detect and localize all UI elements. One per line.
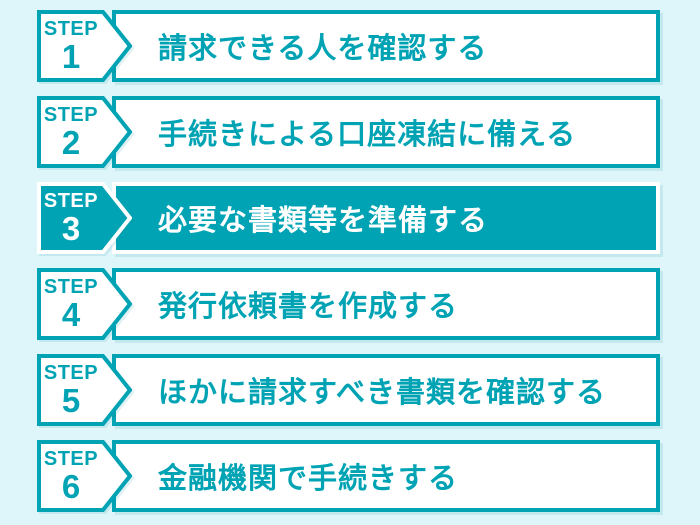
step-prefix: STEP	[43, 190, 99, 212]
step-badge: STEP 4	[37, 268, 105, 340]
step-arrow-badge-icon	[37, 354, 132, 426]
step-prefix: STEP	[43, 18, 99, 40]
step-row: 金融機関で手続きする STEP 6	[0, 440, 700, 512]
step-bar: ほかに請求すべき書類を確認する	[112, 354, 660, 426]
step-label: 手続きによる口座凍結に備える	[158, 119, 577, 151]
step-arrow-badge-icon	[37, 182, 132, 254]
step-row: 手続きによる口座凍結に備える STEP 2	[0, 96, 700, 168]
step-arrow-badge-icon	[37, 96, 132, 168]
step-badge: STEP 5	[37, 354, 105, 426]
step-badge: STEP 6	[37, 440, 105, 512]
step-number: 5	[61, 382, 81, 419]
step-bar: 必要な書類等を準備する	[112, 182, 660, 254]
step-number: 6	[61, 468, 81, 505]
step-prefix: STEP	[43, 362, 99, 384]
step-bar: 請求できる人を確認する	[112, 10, 660, 82]
step-arrow-badge-icon	[37, 10, 132, 82]
step-label: ほかに請求すべき書類を確認する	[158, 377, 606, 409]
step-number: 4	[61, 296, 81, 333]
step-badge: STEP 1	[37, 10, 105, 82]
step-label: 金融機関で手続きする	[158, 463, 459, 495]
step-arrow-badge-icon	[37, 440, 132, 512]
step-row: 必要な書類等を準備する STEP 3	[0, 182, 700, 254]
step-arrow-badge-icon	[37, 268, 132, 340]
step-label: 請求できる人を確認する	[158, 33, 488, 65]
step-label: 必要な書類等を準備する	[158, 205, 489, 237]
step-prefix: STEP	[43, 448, 99, 470]
step-number: 3	[61, 210, 81, 247]
step-bar: 手続きによる口座凍結に備える	[112, 96, 660, 168]
step-bar: 発行依頼書を作成する	[112, 268, 660, 340]
step-label: 発行依頼書を作成する	[158, 291, 459, 323]
step-row: ほかに請求すべき書類を確認する STEP 5	[0, 354, 700, 426]
steps-list: 請求できる人を確認する STEP 1 手続きによる口座凍結に備える STEP 2…	[0, 10, 700, 512]
step-number: 2	[61, 124, 81, 161]
step-row: 発行依頼書を作成する STEP 4	[0, 268, 700, 340]
step-badge: STEP 3	[37, 182, 105, 254]
step-prefix: STEP	[43, 104, 99, 126]
step-badge: STEP 2	[37, 96, 105, 168]
step-row: 請求できる人を確認する STEP 1	[0, 10, 700, 82]
step-prefix: STEP	[43, 276, 99, 298]
step-number: 1	[61, 38, 81, 75]
step-bar: 金融機関で手続きする	[112, 440, 660, 512]
